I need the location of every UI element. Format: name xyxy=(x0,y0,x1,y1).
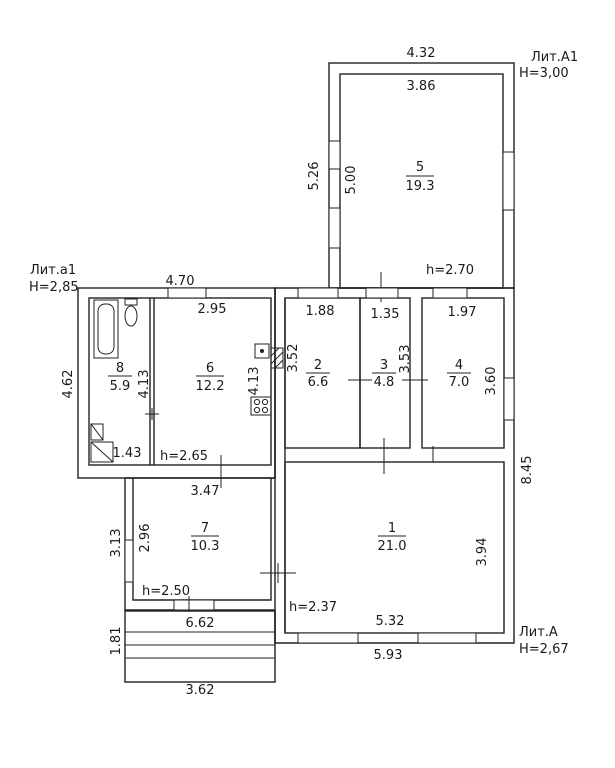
dim-a1s-outer-w: 4.70 xyxy=(166,274,195,289)
room-6-label: 6 12.2 xyxy=(196,361,225,394)
room-7-label: 7 10.3 xyxy=(191,521,220,554)
dim-r2-h: 3.52 xyxy=(286,344,301,373)
dim-a-outer-h: 8.45 xyxy=(520,456,535,485)
dim-a1-outer-w: 4.32 xyxy=(407,46,436,61)
svg-text:21.0: 21.0 xyxy=(378,539,407,554)
room-5-height: h=2.70 xyxy=(426,263,474,278)
dim-porch-h: 1.81 xyxy=(109,627,124,656)
block-a1-name: Лит.А1 xyxy=(531,50,578,65)
block-a-name: Лит.А xyxy=(519,625,558,640)
room-2-label: 2 6.6 xyxy=(306,358,330,390)
svg-text:8: 8 xyxy=(116,361,124,376)
dim-r1-h: 3.94 xyxy=(475,538,490,567)
dim-a1-inner-w: 3.86 xyxy=(407,79,436,94)
porch-steps xyxy=(124,610,276,683)
dim-r4-w: 1.97 xyxy=(448,305,477,320)
room-1-label: 1 21.0 xyxy=(378,521,407,554)
room-5-label: 5 19.3 xyxy=(406,160,435,194)
dim-r6-h: 4.13 xyxy=(247,367,262,396)
svg-text:6: 6 xyxy=(206,361,214,376)
room-3-label: 3 4.8 xyxy=(372,358,396,390)
dim-r7-w: 3.47 xyxy=(191,484,220,499)
svg-text:7.0: 7.0 xyxy=(449,375,470,390)
dim-a-outer-w: 5.93 xyxy=(374,648,403,663)
room-7-height: h=2.50 xyxy=(142,584,190,599)
bathtub-icon xyxy=(93,299,119,359)
room-1-height: h=2.37 xyxy=(289,600,337,615)
room-6-height: h=2.65 xyxy=(160,449,208,464)
toilet-icon xyxy=(124,298,138,306)
svg-text:5.9: 5.9 xyxy=(110,379,131,394)
dim-porch-w: 3.62 xyxy=(186,683,215,698)
block-a1-height: H=3,00 xyxy=(519,66,569,81)
svg-text:19.3: 19.3 xyxy=(406,179,435,194)
svg-text:10.3: 10.3 xyxy=(191,539,220,554)
stove-icon xyxy=(250,396,272,416)
chimney-icon xyxy=(270,347,284,369)
main-house-walls xyxy=(124,287,515,644)
dim-r4-h: 3.60 xyxy=(484,367,499,396)
dim-r8-h: 4.13 xyxy=(137,370,152,399)
room-8-label: 8 5.9 xyxy=(108,361,132,394)
dim-a1-outer-h: 5.26 xyxy=(307,162,322,191)
block-a1-small-height: H=2,85 xyxy=(29,280,79,295)
svg-text:12.2: 12.2 xyxy=(196,379,225,394)
dim-a-inner-w: 6.62 xyxy=(186,616,215,631)
svg-text:7: 7 xyxy=(201,521,209,536)
svg-text:3: 3 xyxy=(380,358,388,373)
svg-text:4.8: 4.8 xyxy=(374,375,395,390)
dim-r3-h: 3.53 xyxy=(398,345,413,374)
block-a-height: H=2,67 xyxy=(519,642,569,657)
svg-text:6.6: 6.6 xyxy=(308,375,329,390)
svg-text:1: 1 xyxy=(388,521,396,536)
dim-r7-h: 2.96 xyxy=(138,524,153,553)
dim-r3-w: 1.35 xyxy=(371,307,400,322)
boiler-icon xyxy=(90,423,104,441)
dim-r2-w: 1.88 xyxy=(306,304,335,319)
svg-text:4: 4 xyxy=(455,358,463,373)
room-4-label: 4 7.0 xyxy=(447,358,471,390)
dim-r7-outer-h: 3.13 xyxy=(109,529,124,558)
dim-a1-inner-h: 5.00 xyxy=(344,166,359,195)
svg-text:5: 5 xyxy=(416,160,424,175)
dim-a1s-outer-h: 4.62 xyxy=(61,370,76,399)
dim-r6-w: 2.95 xyxy=(198,302,227,317)
block-a1-small-name: Лит.а1 xyxy=(30,263,76,278)
svg-text:2: 2 xyxy=(314,358,322,373)
sink-icon xyxy=(254,343,270,359)
dim-r1-w: 5.32 xyxy=(376,614,405,629)
dim-r8-w: 1.43 xyxy=(113,446,142,461)
